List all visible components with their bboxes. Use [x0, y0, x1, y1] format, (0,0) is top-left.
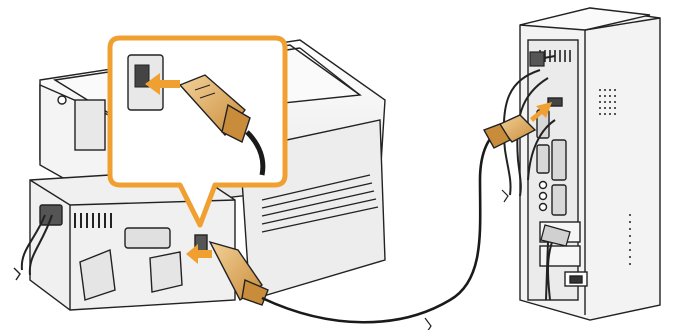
parallel-port: [125, 228, 170, 248]
